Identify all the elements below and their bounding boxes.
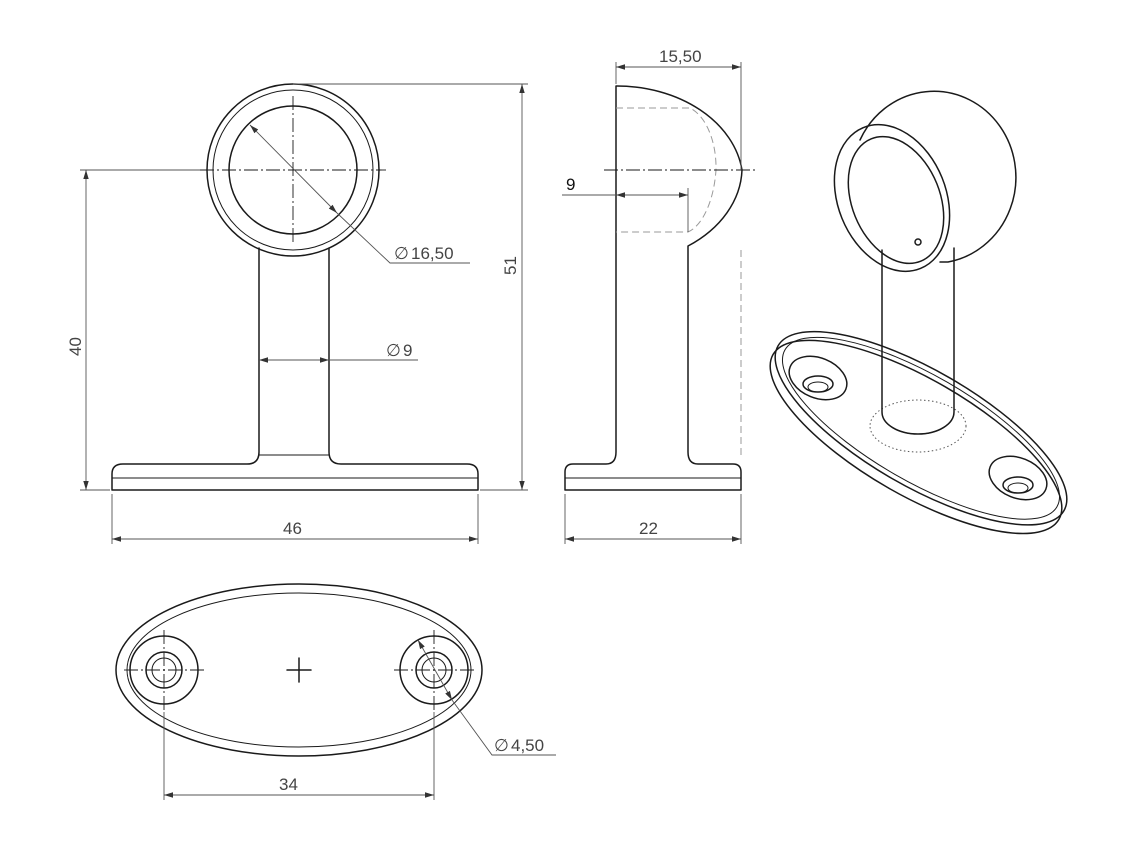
dim46-label: 46 — [283, 519, 302, 538]
iso-ball-opening-inner — [847, 135, 945, 265]
side-outline — [564, 85, 743, 491]
dim1550-label: 15,50 — [659, 47, 702, 66]
dim51-label: 51 — [501, 256, 520, 275]
iso-screw-hole — [914, 238, 922, 246]
iso-base-top — [774, 330, 1068, 526]
iso-stem-base-ring — [881, 411, 955, 435]
iso-hole-left-bore — [807, 381, 829, 393]
side-view: 15,50 9 22 — [562, 47, 756, 544]
iso-ball — [859, 90, 1017, 263]
iso-hole-left-inner — [802, 375, 834, 393]
ring-diameter-leader — [336, 212, 470, 264]
top-view: ∅ 4,50 34 — [115, 583, 556, 800]
dim9-label: 9 — [566, 175, 575, 194]
ring-diameter-symbol: ∅ — [394, 244, 409, 263]
iso-hole-right-outer — [988, 455, 1048, 501]
ring-diameter-label: 16,50 — [411, 244, 454, 263]
iso-base-bottom — [769, 339, 1063, 535]
iso-base-rim — [781, 336, 1061, 520]
iso-stem — [881, 247, 955, 435]
stem-diameter-symbol: ∅ — [386, 341, 401, 360]
dim40-label: 40 — [66, 337, 85, 356]
dim34-label: 34 — [279, 775, 298, 794]
hole-diameter-leader — [451, 699, 556, 756]
hole-diameter-symbol: ∅ — [494, 736, 509, 755]
hole-diameter-line — [417, 639, 453, 701]
isometric-view — [769, 90, 1068, 535]
ring-diameter-line — [249, 124, 338, 214]
iso-stem-fillet — [869, 399, 967, 453]
stem-outline — [111, 247, 479, 491]
iso-hole-right-bore — [1007, 482, 1029, 494]
iso-hole-right-inner — [1002, 476, 1034, 494]
stem-diameter-label: 9 — [403, 341, 412, 360]
dim22-label: 22 — [639, 519, 658, 538]
iso-ball-opening-outer — [833, 123, 951, 273]
hole-diameter-label: 4,50 — [511, 736, 544, 755]
iso-hole-left-outer — [788, 355, 848, 401]
front-view: ∅ 16,50 ∅ 9 40 51 46 — [66, 83, 528, 544]
top-outline-outer — [115, 583, 483, 757]
